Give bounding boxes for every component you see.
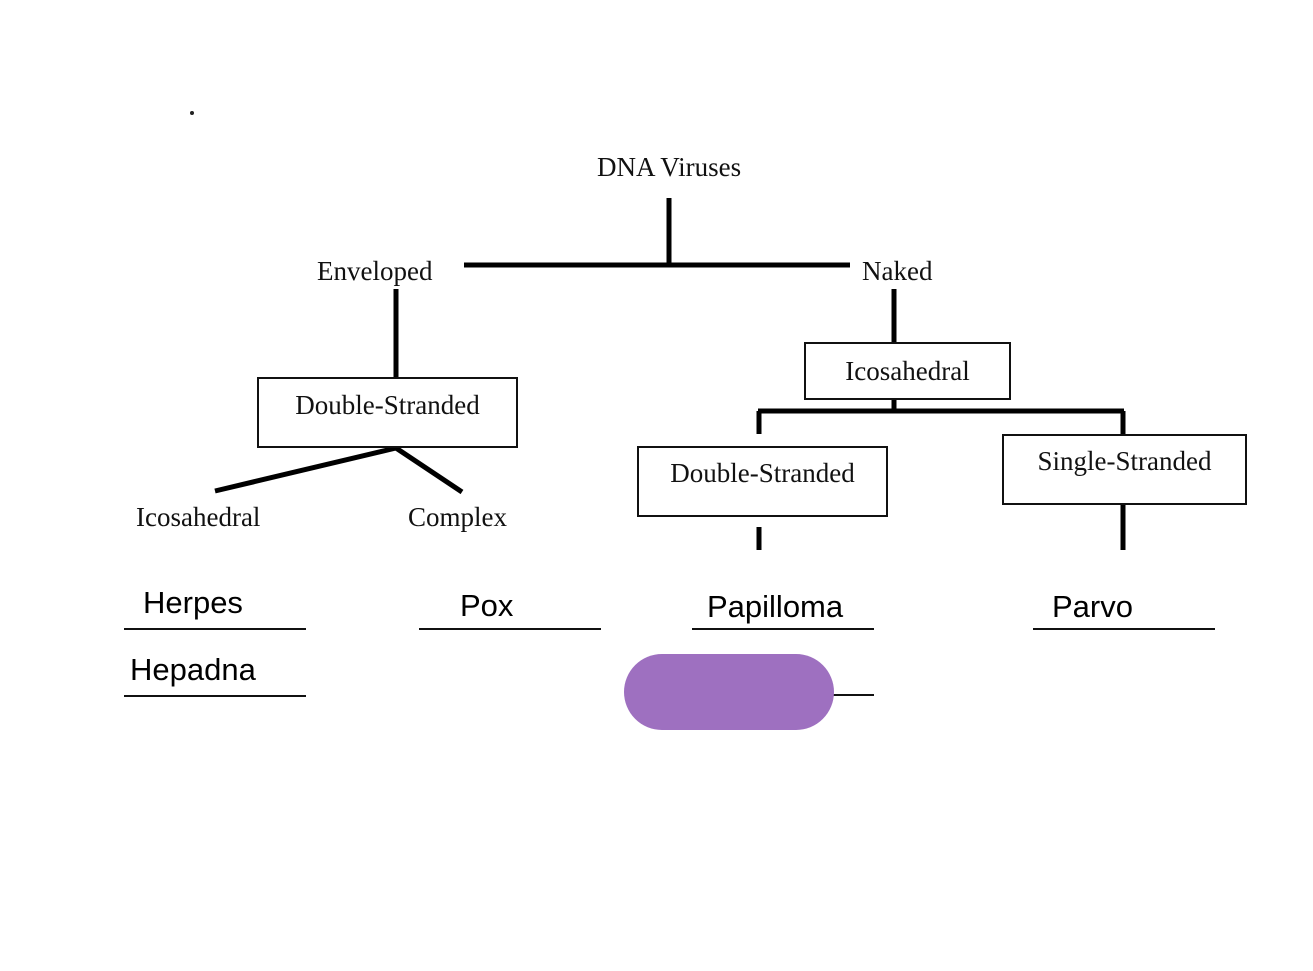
answer-line-papilloma [692,628,874,630]
enveloped-icosahedral-label: Icosahedral [136,502,261,532]
answer-parvo: Parvo [1052,589,1133,624]
naked-double-stranded-box: Double-Stranded [637,446,888,517]
env-branch-left [214,445,397,494]
enveloped-label: Enveloped [317,256,433,286]
answer-line-pox [419,628,601,630]
enveloped-double-stranded-label: Double-Stranded [295,390,480,420]
env-branch-right [394,445,464,495]
hidden-answer-cover[interactable] [624,654,834,730]
answer-herpes: Herpes [143,585,243,620]
naked-double-stranded-label: Double-Stranded [670,458,855,488]
naked-label: Naked [862,256,933,286]
enveloped-double-stranded-box: Double-Stranded [257,377,518,448]
answer-line-parvo [1033,628,1215,630]
naked-icosahedral-label: Icosahedral [845,355,970,386]
answer-papilloma: Papilloma [707,589,844,624]
stray-dot [190,111,194,115]
root-label: DNA Viruses [597,152,742,182]
answer-pox: Pox [460,588,514,623]
naked-single-stranded-box: Single-Stranded [1002,434,1247,505]
answer-hepadna: Hepadna [130,652,256,687]
answer-line-herpes [124,628,306,630]
naked-single-stranded-label: Single-Stranded [1037,446,1212,476]
naked-icosahedral-box: Icosahedral [804,342,1011,400]
enveloped-complex-label: Complex [408,502,507,532]
answer-line-hepadna [124,695,306,697]
